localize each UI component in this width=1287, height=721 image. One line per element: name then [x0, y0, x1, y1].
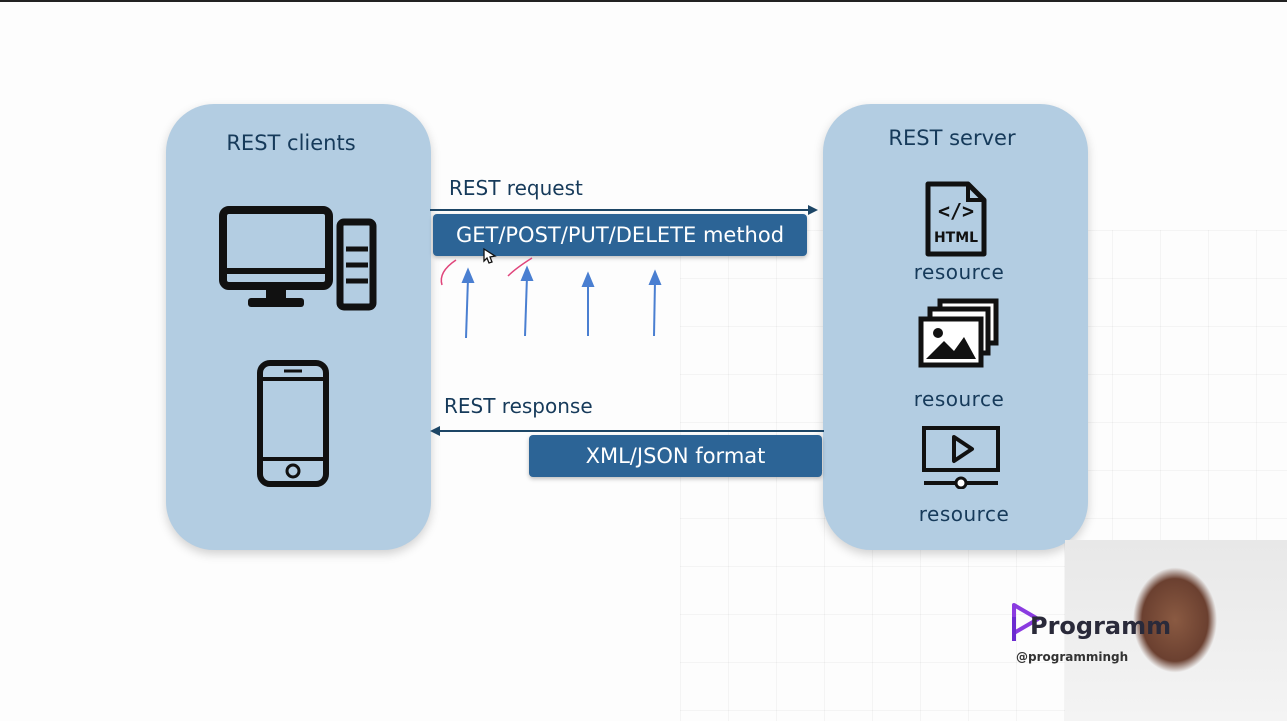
rest-request-label: REST request — [449, 176, 583, 200]
format-pill: XML/JSON format — [529, 435, 822, 477]
html-file-icon: </> HTML — [925, 181, 987, 257]
desktop-computer-icon — [219, 206, 377, 311]
brand-name: Programm — [1030, 612, 1172, 640]
top-border — [0, 0, 1287, 2]
server-title: REST server — [888, 126, 1016, 150]
video-player-icon — [922, 426, 1000, 489]
presenter-webcam — [1065, 540, 1287, 721]
resource-label-html: resource — [913, 260, 1005, 284]
resource-label-images: resource — [913, 387, 1005, 411]
clients-title: REST clients — [226, 131, 356, 155]
annotation-arrows — [440, 257, 662, 339]
smartphone-icon — [257, 360, 329, 487]
response-arrow — [430, 426, 824, 436]
brand-logo-icon — [1012, 603, 1040, 641]
method-pill: GET/POST/PUT/DELETE method — [433, 214, 807, 256]
svg-text:HTML: HTML — [934, 230, 978, 246]
svg-text:</>: </> — [938, 199, 974, 223]
rest-response-label: REST response — [444, 394, 593, 418]
resource-label-video: resource — [918, 502, 1010, 526]
brand-handle: @programmingh — [1016, 650, 1129, 664]
request-arrow — [430, 205, 818, 215]
pointer-cursor-icon — [483, 247, 497, 264]
images-icon — [918, 298, 999, 368]
